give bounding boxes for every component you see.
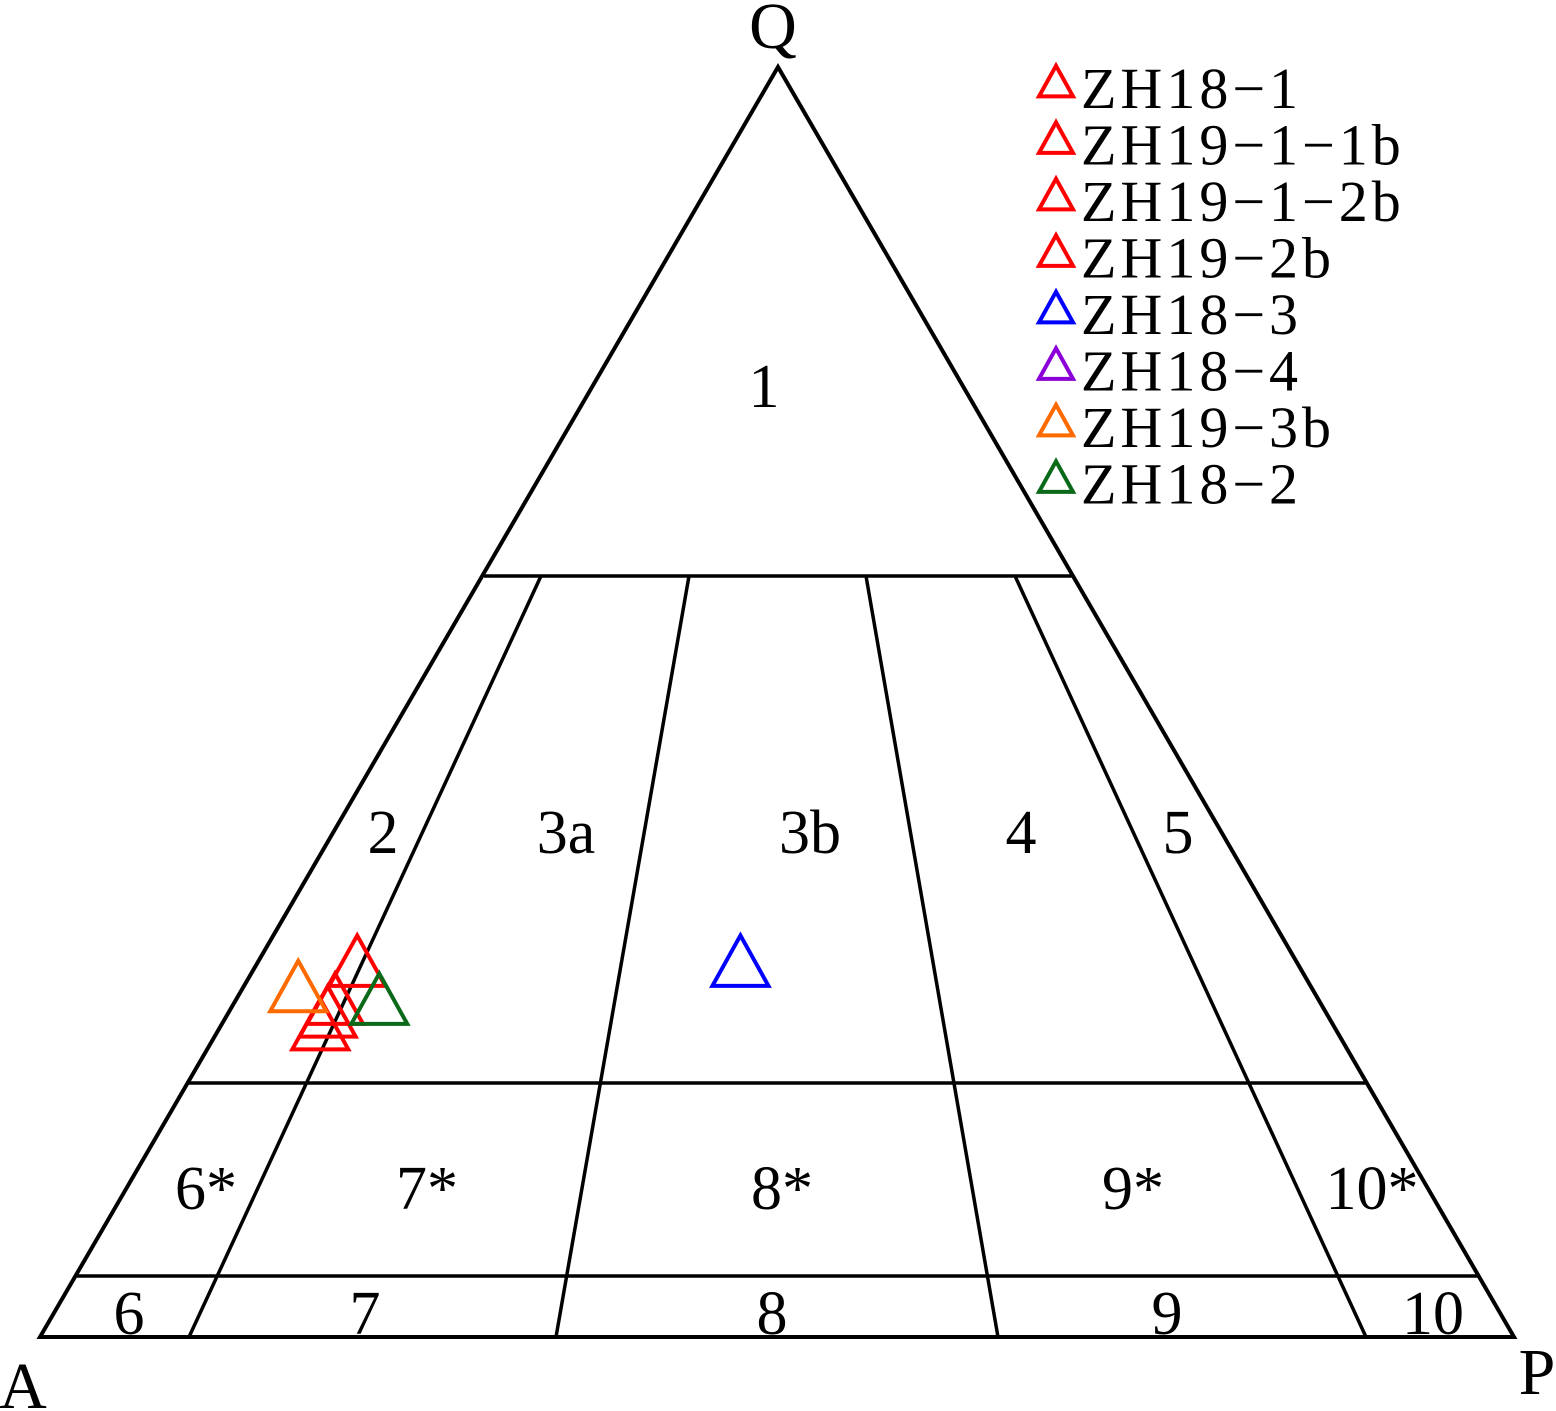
field-label: 4 [1006, 799, 1037, 867]
legend-marker [1035, 118, 1077, 155]
field-label: 9* [1102, 1155, 1164, 1223]
data-point [288, 994, 352, 1052]
boundary-p35 [554, 575, 691, 1338]
legend-label: ZH18−1 [1081, 56, 1302, 121]
field-label: 7 [350, 1280, 381, 1348]
legend-label: ZH18−3 [1081, 282, 1302, 347]
field-label: 7* [396, 1155, 458, 1223]
legend-marker [1035, 400, 1077, 438]
field-label: 5 [1163, 799, 1194, 867]
legend-label: ZH19−1−2b [1081, 169, 1405, 234]
legend-marker [1035, 61, 1077, 99]
vertex-label-p: P [1519, 1336, 1556, 1409]
vertex-label-q: Q [749, 0, 797, 63]
data-point [266, 956, 330, 1014]
legend-marker [1035, 231, 1077, 268]
field-label: 8 [757, 1280, 788, 1348]
legend: ZH18−1ZH19−1−1bZH19−1−2bZH19−2bZH18−3ZH1… [1035, 56, 1405, 517]
boundary-p90 [1013, 575, 1368, 1338]
legend-label: ZH19−2b [1081, 226, 1335, 291]
data-point [347, 969, 411, 1026]
legend-marker [1035, 287, 1077, 325]
field-label: 8* [751, 1155, 813, 1223]
boundary-p65 [864, 575, 1000, 1338]
legend-label: ZH19−1−1b [1081, 113, 1405, 178]
ternary-outline [36, 63, 1518, 1339]
legend-marker [1035, 174, 1077, 212]
legend-marker [1035, 457, 1077, 494]
field-label: 1 [749, 353, 780, 421]
legend-label: ZH18−2 [1081, 452, 1302, 517]
boundary-p10 [187, 575, 543, 1338]
legend-label: ZH19−3b [1081, 395, 1335, 460]
field-label: 10 [1402, 1280, 1464, 1348]
data-point [325, 931, 389, 988]
field-label: 6* [175, 1155, 237, 1223]
field-label: 3b [779, 799, 841, 867]
data-points [266, 931, 772, 1052]
vertex-label-a: A [0, 1350, 47, 1411]
data-point [709, 931, 772, 988]
field-label: 2 [368, 799, 399, 867]
field-label: 10* [1326, 1155, 1419, 1223]
legend-marker [1035, 344, 1077, 381]
field-label: 9 [1152, 1280, 1183, 1348]
field-label: 6 [114, 1280, 145, 1348]
field-label: 3a [537, 799, 596, 867]
legend-label: ZH18−4 [1081, 339, 1302, 404]
